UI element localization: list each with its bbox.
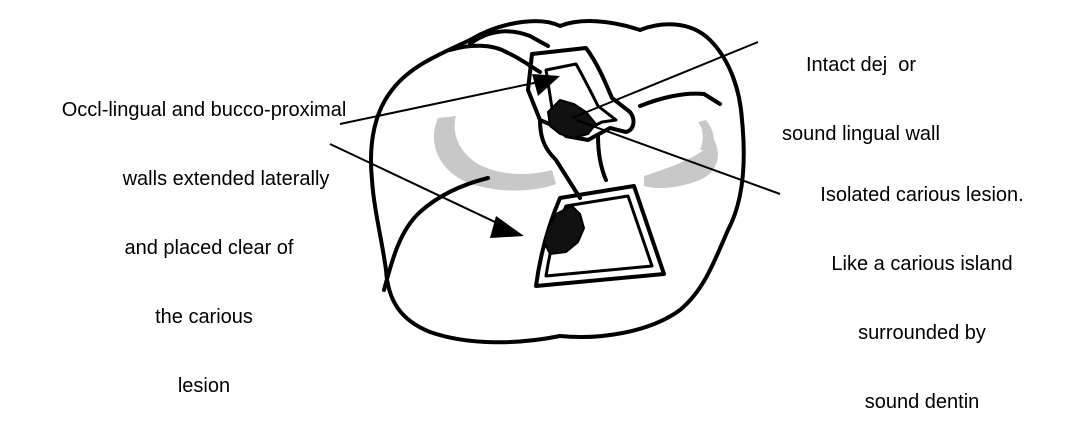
label-isolated-line-2: Like a carious island (780, 253, 1064, 276)
label-walls-extended: Occl-lingual and bucco-proximal walls ex… (6, 53, 402, 421)
label-isolated-line-3: surrounded by (780, 322, 1064, 345)
isthmus-wall-right (598, 136, 606, 180)
arrowhead-walls-upper (532, 74, 560, 96)
mesial-cusp-line (450, 46, 540, 72)
label-isolated-lesion: Isolated carious lesion. Like a carious … (780, 138, 1064, 437)
label-isolated-line-1: Isolated carious lesion. (780, 184, 1064, 207)
label-walls-line-4: the carious (6, 306, 402, 329)
label-dej-line-1: Intact dej or (746, 54, 976, 77)
leader-line-dej (572, 42, 758, 118)
distal-cusp-line (640, 94, 720, 106)
isolated-carious-lesion (548, 100, 596, 138)
arrowhead-walls-lower (490, 216, 524, 238)
right-dentin-shading-2 (698, 120, 714, 150)
label-walls-line-5: lesion (6, 375, 402, 398)
label-walls-line-1: Occl-lingual and bucco-proximal (6, 99, 402, 122)
left-dentin-shading (434, 116, 556, 191)
label-walls-line-3: and placed clear of (6, 237, 402, 260)
label-walls-line-2: walls extended laterally (6, 168, 402, 191)
label-isolated-line-4: sound dentin (780, 391, 1064, 414)
proximal-carious-lesion (544, 206, 584, 254)
